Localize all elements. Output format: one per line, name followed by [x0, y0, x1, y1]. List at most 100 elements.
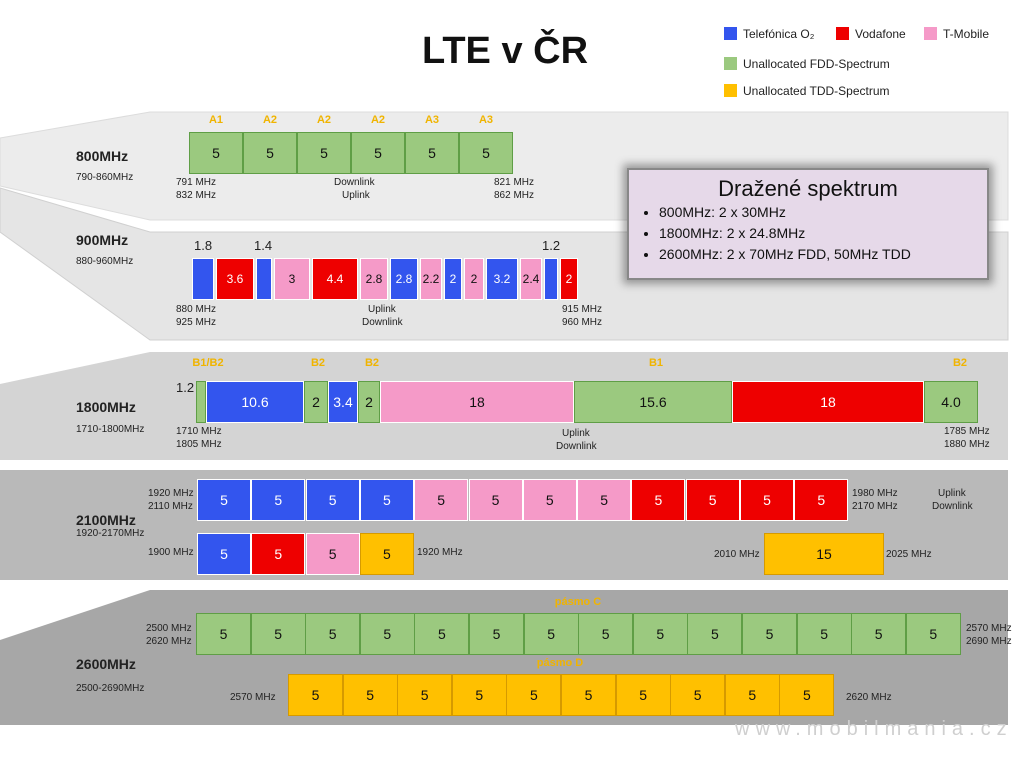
band-2600-c-left-2: 2620 MHz: [146, 636, 192, 647]
band-900-block: 4.4: [312, 258, 358, 300]
band-2600-c-block: 5: [851, 613, 907, 655]
band-2600-d-left: 2570 MHz: [230, 692, 276, 703]
band-1800-sub-label: B1/B2: [192, 357, 224, 369]
band-1800-block: 2: [304, 381, 328, 423]
band-2100-fdd-block: 5: [631, 479, 686, 521]
legend-swatch-vodafone: [836, 27, 849, 40]
band-2100-tdd-left: 1900 MHz: [148, 547, 194, 558]
band-1800-name: 1800MHz: [76, 399, 136, 415]
band-900-top-number-2: 1.4: [254, 238, 273, 253]
band-2100-fdd-block: 5: [522, 479, 577, 521]
auction-info-title: Dražené spektrum: [718, 176, 898, 201]
band-800-block-label: A3: [424, 114, 440, 126]
band-900-block: [544, 258, 558, 300]
band-2100-fdd-block: 5: [305, 479, 360, 521]
band-800-mid-1: Downlink: [334, 177, 375, 188]
legend-swatch-tdd: [724, 84, 737, 97]
band-900-top-number-3: 1.2: [542, 238, 561, 253]
band-2600-c-block: 5: [905, 613, 961, 655]
band-800-block: 5: [351, 132, 405, 174]
band-800-block: 5: [189, 132, 243, 174]
band-2100-fdd-left-2: 2110 MHz: [148, 501, 193, 512]
legend-label-tdd: Unallocated TDD-Spectrum: [743, 84, 890, 98]
band-2600-c-block: 5: [359, 613, 415, 655]
band-2600-c-block: 5: [196, 613, 251, 655]
band-2100-tdd-mid-right: 1920 MHz: [417, 547, 463, 558]
page-title: LTE v ČR: [421, 30, 589, 72]
band-900-block: 2: [444, 258, 462, 300]
band-900-right-freq-1: 915 MHz: [562, 304, 603, 315]
band-800-block-label: A2: [370, 114, 386, 126]
band-2100-fdd-right-2: 2170 MHz: [852, 501, 898, 512]
band-1800-left-freq-2: 1805 MHz: [176, 439, 222, 450]
band-2600-d-block: 5: [615, 674, 671, 716]
legend-label-o2: Telefónica O₂: [743, 27, 815, 41]
band-2600-c-block: 5: [578, 613, 634, 655]
band-2600-c-block: 5: [305, 613, 361, 655]
band-900-block: 2.8: [360, 258, 388, 300]
legend-swatch-o2: [724, 27, 737, 40]
auction-info-item: 800MHz: 2 x 30MHz: [659, 202, 911, 223]
band-900-top-number-1: 1.8: [194, 238, 213, 253]
band-1800-mid-2: Downlink: [556, 441, 597, 452]
band-900-mid-2: Downlink: [362, 317, 403, 328]
band-800-right-freq-1: 821 MHz: [494, 177, 535, 188]
band-900-left-freq-2: 925 MHz: [176, 317, 217, 328]
band-900-block: 2.8: [390, 258, 418, 300]
band-2600-c-right-1: 2570 MHz: [966, 623, 1012, 634]
band-2600-c-block: 5: [250, 613, 306, 655]
auction-info-list: 800MHz: 2 x 30MHz 1800MHz: 2 x 24.8MHz 2…: [641, 202, 911, 265]
band-800-block-label: A3: [478, 114, 494, 126]
band-2600-d-block: 5: [342, 674, 398, 716]
band-2100-fdd-block: 5: [468, 479, 523, 521]
band-900-block: 3: [274, 258, 310, 300]
band-800-block: 5: [297, 132, 351, 174]
band-800-block: 5: [405, 132, 459, 174]
band-2600-c-left-1: 2500 MHz: [146, 623, 192, 634]
band-800-mid-2: Uplink: [342, 190, 370, 201]
band-2100-name: 2100MHz: [76, 512, 136, 528]
band-1800-block: 18: [732, 381, 924, 423]
band-1800-block: 3.4: [328, 381, 358, 423]
band-2600-d-right: 2620 MHz: [846, 692, 892, 703]
band-2100-fdd-block: 5: [685, 479, 740, 521]
band-800-range: 790-860MHz: [76, 172, 134, 183]
band-800-block-label: A2: [316, 114, 332, 126]
band-2600-d-block: 5: [561, 674, 616, 716]
band-2600-c-block: 5: [742, 613, 797, 655]
band-2100-fdd-block: 5: [740, 479, 794, 521]
band-2100-fdd-block: 5: [577, 479, 632, 521]
band-2100-dir-1: Uplink: [938, 488, 966, 499]
band-1800-sub-label: B2: [364, 357, 380, 369]
band-2600-c-block: 5: [632, 613, 688, 655]
band-2100-fdd-block: 5: [414, 479, 469, 521]
band-2100-range: 1920-2170MHz: [76, 528, 145, 539]
band-900-block: 2: [560, 258, 578, 300]
band-2100-tdd2-left: 2010 MHz: [714, 549, 760, 560]
band-1800-mid-1: Uplink: [562, 428, 590, 439]
band-2100-fdd-block: 5: [794, 479, 849, 521]
band-2600-name: 2600MHz: [76, 656, 136, 672]
band-1800-block: 2: [358, 381, 380, 423]
auction-info-item: 1800MHz: 2 x 24.8MHz: [659, 223, 911, 244]
band-2100-tdd2-block: 15: [764, 533, 884, 575]
legend-label-fdd: Unallocated FDD-Spectrum: [743, 57, 890, 71]
band-1800-sub-label: B2: [310, 357, 326, 369]
band-1800-range: 1710-1800MHz: [76, 424, 145, 435]
band-1800-right-freq-1: 1785 MHz: [944, 426, 990, 437]
legend-swatch-fdd: [724, 57, 737, 70]
band-2100-tdd-block: 5: [305, 533, 360, 575]
band-1800-sub-label: B1: [648, 357, 664, 369]
band-1800-block: [196, 381, 206, 423]
band-900-block: 2.2: [420, 258, 442, 300]
band-1800-top-number: 1.2: [176, 380, 195, 395]
band-800-left-freq-2: 832 MHz: [176, 190, 217, 201]
band-2600-d-block: 5: [506, 674, 562, 716]
band-2600-d-block: 5: [288, 674, 343, 716]
band-1800-block: 4.0: [924, 381, 978, 423]
legend-label-vodafone: Vodafone: [855, 27, 906, 41]
band-2100-tdd-block: 5: [251, 533, 306, 575]
band-800-name: 800MHz: [76, 148, 129, 164]
band-800-right-freq-2: 862 MHz: [494, 190, 535, 201]
band-2600-d-label: pásmo D: [536, 657, 584, 669]
